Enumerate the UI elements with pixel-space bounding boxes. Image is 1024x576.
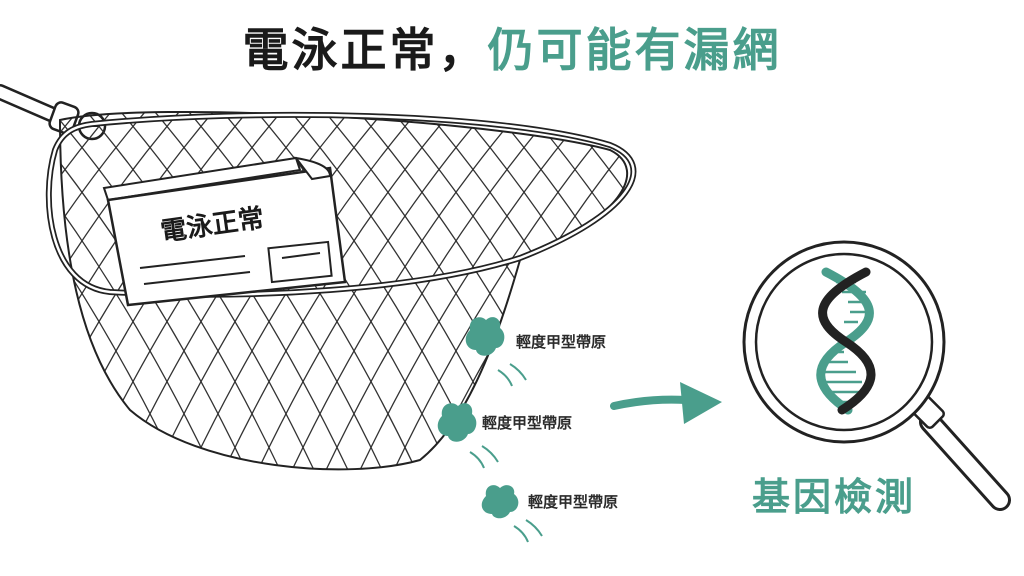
- title-separator: ，: [438, 23, 488, 77]
- dna-icon: [816, 267, 876, 415]
- net-mesh-line: [60, 111, 131, 470]
- carrier-blob-icon: [437, 317, 543, 543]
- title-part-missed: 仍可能有漏網: [487, 23, 782, 77]
- net-mesh-line: [60, 111, 199, 470]
- net-mesh-line: [60, 111, 227, 470]
- net-mesh-line: [243, 111, 505, 470]
- net-mesh-line: [0, 90, 28, 500]
- genetic-test-label: 基因檢測: [752, 475, 917, 519]
- lab-report-icon: [102, 156, 347, 307]
- net-mesh-line: [277, 111, 539, 470]
- carrier-label-3: 輕度甲型帶原: [528, 493, 619, 511]
- net-mesh-line: [407, 111, 628, 470]
- net-mesh-line: [441, 111, 628, 470]
- page-title: 電泳正常，仍可能有漏網: [0, 14, 1024, 80]
- net-mesh-line: [475, 111, 628, 470]
- title-part-normal: 電泳正常: [242, 23, 439, 77]
- net-mesh-line: [60, 111, 165, 470]
- net-mesh-line: [509, 111, 628, 470]
- net-mesh-line: [0, 90, 56, 500]
- carrier-label-1: 輕度甲型帶原: [516, 333, 607, 351]
- arrow-right-icon: [610, 382, 722, 424]
- net-mesh-line: [60, 111, 125, 470]
- carrier-label-2: 輕度甲型帶原: [482, 414, 573, 432]
- net-mesh-line: [60, 111, 233, 470]
- net-mesh-line: [0, 90, 22, 500]
